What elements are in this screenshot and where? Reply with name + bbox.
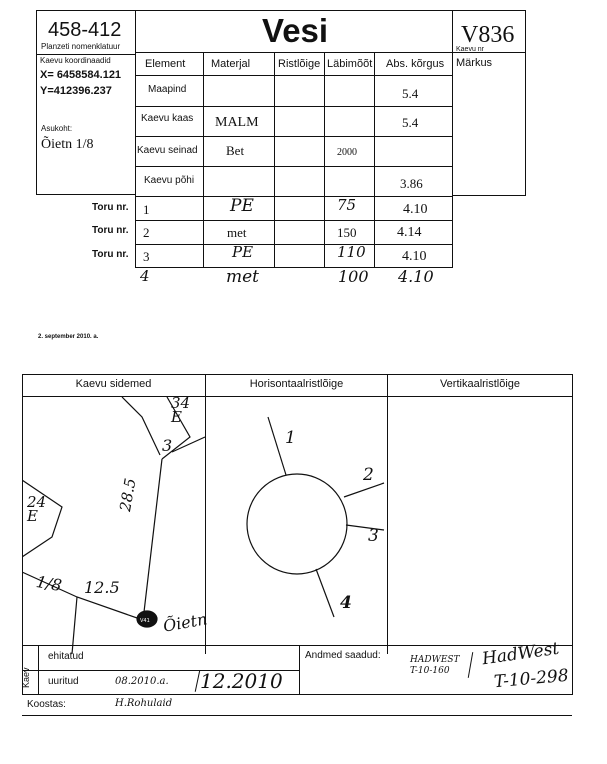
author-name: H.Rohulaid — [115, 698, 173, 709]
section-vertical: Vertikaalristlõige — [439, 378, 521, 390]
nomenclature-label: Planzeti nomenklatuur — [41, 42, 121, 51]
pipe-label-3: 3 — [368, 526, 379, 546]
pipe-material: PE — [232, 243, 254, 261]
pipe-height: 4.10 — [403, 202, 428, 217]
page-title: Vesi — [262, 12, 329, 49]
data-source-company: HADWEST — [410, 655, 460, 665]
coordinate-x: X= 6458584.121 — [40, 69, 122, 81]
extra-pipe-diameter: 100 — [338, 267, 369, 286]
pipe-label-2: 2 — [363, 465, 374, 485]
pipe-diameter: 110 — [337, 243, 366, 261]
pipe-number: 2 — [143, 225, 150, 240]
author-label: Koostas: — [27, 699, 66, 710]
pipe-label-4: 4 — [340, 593, 352, 613]
pipe-label: Toru nr. — [92, 202, 129, 213]
location-value: Õietn 1/8 — [41, 137, 94, 152]
pipe-diameter: 75 — [337, 196, 357, 214]
pipe-material: PE — [230, 196, 254, 216]
row-element: Kaevu põhi — [144, 175, 195, 186]
row-element: Maapind — [148, 84, 187, 95]
horizontal-section — [246, 416, 385, 618]
location-label: Asukoht: — [41, 124, 73, 133]
pipe-material: met — [227, 225, 247, 240]
well-number-label: Kaevu nr — [456, 46, 485, 53]
well-symbol — [136, 610, 158, 628]
col-header-material: Materjal — [211, 58, 251, 70]
section-horizontal: Horisontaalristlõige — [249, 378, 344, 390]
sketch-frame: Kaevu sidemed Horisontaalristlõige Verti… — [0, 360, 607, 660]
nomenclature-number: 458-412 — [48, 19, 122, 41]
pipe-number: 3 — [143, 249, 150, 264]
built-label: ehitatud — [48, 651, 84, 662]
data-source-code: T-10-160 — [410, 666, 450, 676]
row-height: 5.4 — [402, 115, 419, 130]
col-header-element: Element — [145, 58, 186, 70]
top-form: 458-412 Planzeti nomenklatuur Vesi V836 … — [0, 0, 607, 300]
footer-side-label: Kaev — [21, 667, 31, 688]
col-header-cross: Ristlõige — [278, 58, 321, 70]
surveyed-label: uuritud — [48, 676, 79, 687]
label-dist-3: 3 — [162, 436, 173, 455]
row-diameter: 2000 — [337, 147, 357, 158]
data-from-label: Andmed saadud: — [305, 650, 381, 661]
row-element: Kaevu seinad — [137, 145, 198, 156]
extra-pipe-material: met — [226, 267, 260, 287]
row-material: MALM — [215, 115, 259, 130]
connections-sketch: V41 — [22, 397, 205, 654]
well-number: V836 — [461, 22, 515, 48]
footer — [0, 645, 607, 764]
label-building-top: 34 E — [171, 394, 191, 426]
section-connections: Kaevu sidemed — [75, 378, 152, 390]
col-header-height: Abs. kõrgus — [386, 58, 445, 70]
pipe-height: 4.14 — [397, 225, 422, 240]
pipe-label: Toru nr. — [92, 225, 129, 236]
pipe-height: 4.10 — [402, 249, 427, 264]
label-building-left: 24 E — [27, 493, 47, 525]
label-dist-12: 12.5 — [84, 578, 120, 597]
document-date: 2. september 2010. a. — [38, 334, 99, 340]
row-element: Kaevu kaas — [141, 113, 194, 124]
pipe-diameter: 150 — [337, 225, 357, 240]
pipe-label: Toru nr. — [92, 249, 129, 260]
coordinate-y: Y=412396.237 — [40, 85, 112, 97]
pipe-label-1: 1 — [285, 428, 296, 448]
extra-pipe-number: 4 — [140, 267, 150, 285]
pipe-number: 1 — [143, 202, 150, 217]
well-symbol-label: V41 — [140, 618, 150, 624]
label-dist-18: 1/8 — [34, 571, 64, 596]
col-header-remarks: Märkus — [456, 57, 493, 69]
surveyed-date-handwritten: 12.2010 — [200, 669, 283, 693]
coordinates-label: Kaevu koordinaadid — [40, 56, 111, 65]
row-height: 3.86 — [400, 176, 423, 191]
well-circle — [246, 473, 348, 575]
surveyed-date: 08.2010.a. — [115, 676, 169, 687]
row-height: 5.4 — [402, 86, 419, 101]
extra-pipe-height: 4.10 — [398, 267, 434, 286]
col-header-diameter: Läbimõõt — [327, 58, 373, 70]
row-material: Bet — [226, 143, 245, 158]
